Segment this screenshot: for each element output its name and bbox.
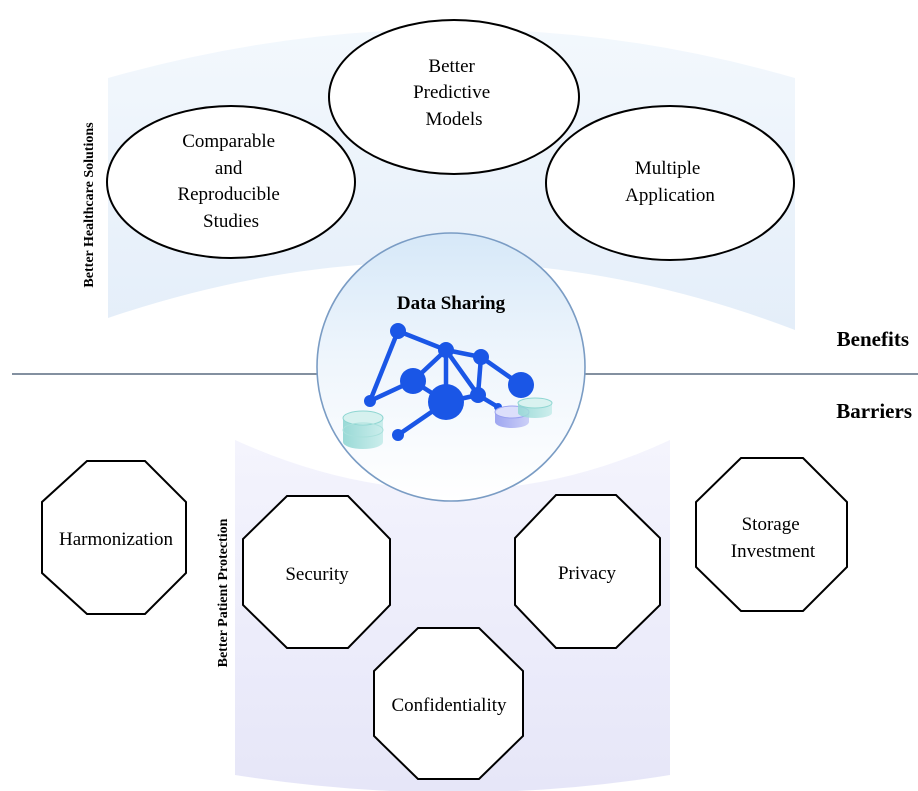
benefit-line: Comparable (182, 131, 275, 152)
barrier-line: Investment (731, 541, 816, 562)
benefits-label: Benefits (837, 327, 909, 351)
svg-text:Better Predictive: Better Predictive Models (413, 56, 495, 130)
network-icon (364, 323, 534, 441)
database-icon-small-teal (517, 397, 553, 418)
benefits-side-label: Better Healthcare Solutions (82, 122, 97, 288)
benefit-line: Reproducible (177, 184, 279, 205)
data-sharing-hub: Data Sharing (316, 232, 586, 502)
benefit-line: Better (428, 56, 475, 77)
svg-text:Storage Investment: Storage Investment (731, 514, 816, 562)
benefit-line: Application (625, 185, 715, 206)
benefit-multiple-application: Multiple Application (545, 105, 795, 261)
benefit-line: Multiple (635, 158, 700, 179)
database-icon-teal (342, 410, 384, 449)
barrier-line: Harmonization (59, 529, 173, 550)
svg-text:Multiple Application: Multiple Application (625, 158, 715, 206)
barrier-confidentiality: Confidentiality (373, 627, 524, 780)
barrier-line: Security (285, 564, 349, 585)
benefit-line: Studies (203, 211, 259, 232)
barrier-privacy: Privacy (514, 494, 661, 649)
benefit-predictive-models: Better Predictive Models (328, 19, 580, 175)
barrier-security: Security (242, 495, 391, 649)
barrier-harmonization: Harmonization (41, 460, 187, 615)
benefit-line: and (215, 158, 243, 179)
barrier-line: Privacy (558, 563, 617, 584)
benefit-comparable-studies: Comparable and Reproducible Studies (106, 105, 356, 259)
barrier-line: Storage (742, 514, 800, 535)
svg-text:Comparable and Rep: Comparable and Reproducible Studies (177, 131, 284, 232)
barriers-label: Barriers (836, 399, 912, 423)
barrier-line: Confidentiality (391, 695, 507, 716)
benefit-line: Models (426, 109, 483, 130)
barrier-storage-investment: Storage Investment (695, 457, 848, 612)
benefit-line: Predictive (413, 82, 490, 103)
hub-title: Data Sharing (397, 293, 506, 314)
barriers-side-label: Better Patient Protection (216, 518, 231, 667)
